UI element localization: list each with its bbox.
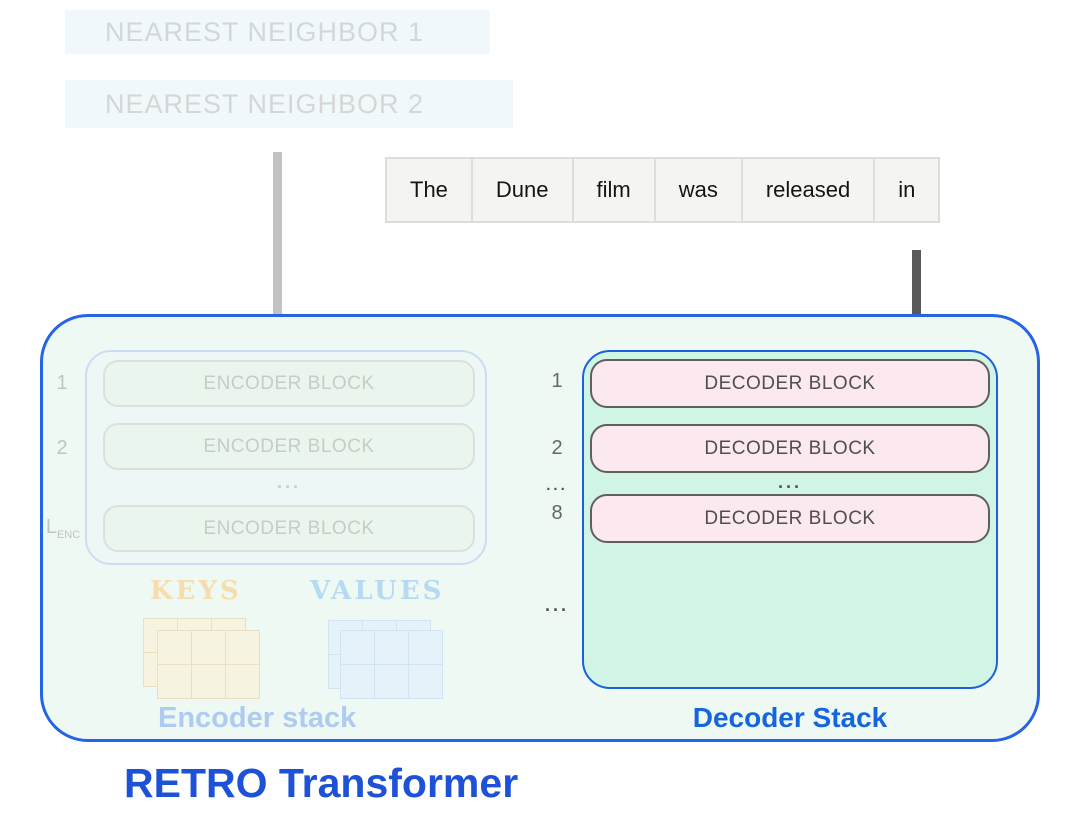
token-cell: in	[873, 157, 941, 223]
token-cell: released	[740, 157, 876, 223]
lenc-main: L	[45, 516, 57, 538]
token-text: released	[765, 177, 851, 202]
token-cell: film	[571, 157, 656, 223]
keys-label: KEYS	[150, 576, 242, 606]
input-token-row: The Dune film was released in	[385, 157, 941, 223]
decoder-layer-ellipsis: ...	[546, 477, 568, 494]
decoder-ellipsis: ...	[777, 472, 802, 492]
token-text: film	[596, 177, 631, 202]
encoder-block-label: ENCODER BLOCK	[203, 372, 375, 394]
token-text: was	[678, 177, 718, 202]
token-cell: Dune	[470, 157, 574, 223]
encoder-layer-number-2: 2	[56, 437, 68, 459]
decoder-block-label: DECODER BLOCK	[704, 372, 876, 394]
decoder-block-label: DECODER BLOCK	[704, 507, 876, 529]
encoder-block-2: ENCODER BLOCK	[103, 423, 475, 470]
token-text: in	[898, 177, 916, 202]
neighbors-to-encoder-arrow-shaft	[273, 152, 282, 330]
nearest-neighbor-2-box: NEAREST NEIGHBOR 2	[65, 80, 513, 128]
encoder-layer-number-lenc: LENC	[42, 516, 84, 541]
encoder-block-label: ENCODER BLOCK	[203, 517, 375, 539]
decoder-stack-caption: Decoder Stack	[692, 702, 888, 733]
decoder-layers-below-ellipsis: ...	[544, 595, 569, 615]
values-label: VALUES	[310, 576, 445, 606]
lenc-sub: ENC	[56, 529, 81, 541]
encoder-stack-caption: Encoder stack	[158, 702, 357, 734]
decoder-block-2: DECODER BLOCK	[590, 424, 990, 473]
decoder-layer-number-8: 8	[551, 502, 563, 524]
token-text: Dune	[495, 177, 549, 202]
keys-matrix-front	[156, 629, 260, 699]
decoder-block-1: DECODER BLOCK	[590, 359, 990, 408]
encoder-ellipsis: ...	[276, 472, 301, 492]
encoder-block-label: ENCODER BLOCK	[203, 435, 375, 457]
nearest-neighbor-1-box: NEAREST NEIGHBOR 1	[65, 10, 490, 54]
token-to-decoder-arrow-shaft	[912, 250, 921, 331]
encoder-block-lenc: ENCODER BLOCK	[103, 505, 475, 552]
nearest-neighbor-1-label: NEAREST NEIGHBOR 1	[105, 16, 425, 47]
decoder-layer-number-2: 2	[551, 437, 563, 459]
retro-transformer-title: RETRO Transformer	[124, 760, 519, 806]
encoder-layer-number-1: 1	[56, 372, 68, 394]
nearest-neighbor-2-label: NEAREST NEIGHBOR 2	[105, 88, 425, 119]
token-text: The	[410, 177, 448, 202]
decoder-block-label: DECODER BLOCK	[704, 437, 876, 459]
values-matrix-front	[339, 629, 443, 699]
token-cell: The	[385, 157, 473, 223]
encoder-block-1: ENCODER BLOCK	[103, 360, 475, 407]
token-cell: was	[653, 157, 743, 223]
decoder-block-8: DECODER BLOCK	[590, 494, 990, 543]
decoder-layer-number-1: 1	[551, 370, 563, 392]
